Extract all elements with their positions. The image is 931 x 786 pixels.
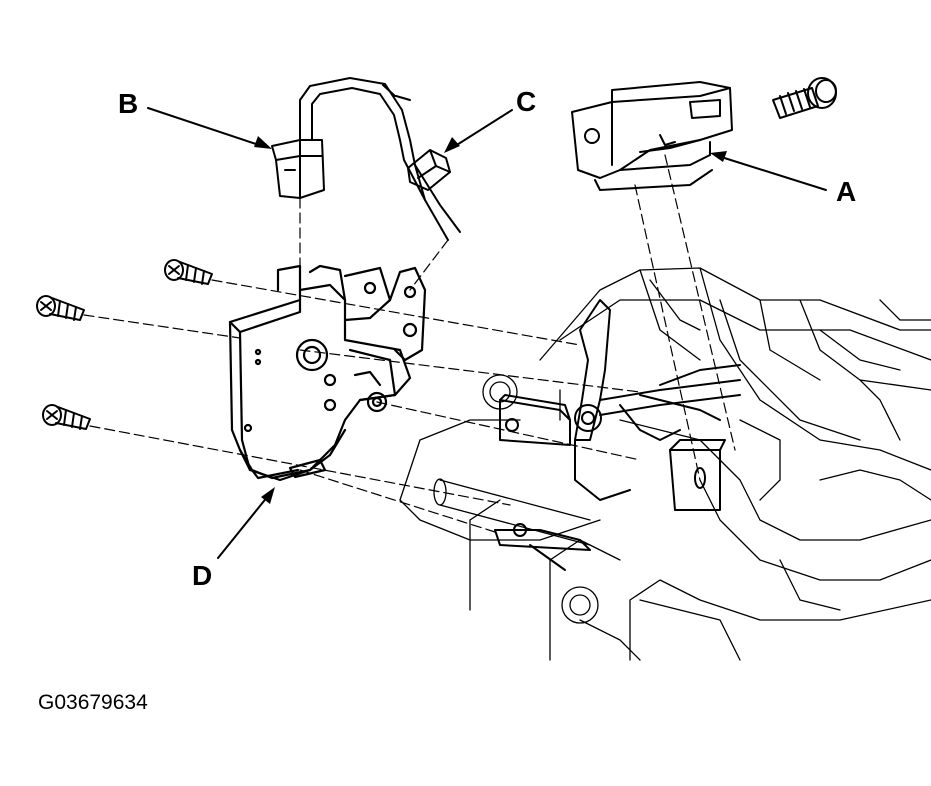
- callout-label-b: B: [118, 88, 139, 119]
- screw-middle-left: [36, 295, 85, 321]
- heater-housing: [399, 267, 931, 661]
- callout-label-a: A: [836, 176, 857, 207]
- leader-arrows: [147, 107, 827, 559]
- screw-upper-left: [164, 259, 213, 285]
- connector-b: [271, 139, 325, 199]
- callout-label-d: D: [192, 560, 213, 591]
- bracket-a: [571, 81, 733, 191]
- callout-label-c: C: [516, 86, 537, 117]
- alignment-lines: [83, 154, 736, 533]
- bolt-upper-right: [772, 77, 837, 119]
- screw-lower-left: [42, 404, 91, 430]
- actuator-mount-bracket: [494, 394, 726, 571]
- arrow-heads: [254, 136, 727, 504]
- mode-door-linkage: [574, 299, 741, 501]
- harness-clip-c: [407, 149, 451, 191]
- wire-harness: [299, 77, 461, 241]
- actuator-d: [228, 264, 427, 482]
- figure-id: G03679634: [38, 691, 148, 714]
